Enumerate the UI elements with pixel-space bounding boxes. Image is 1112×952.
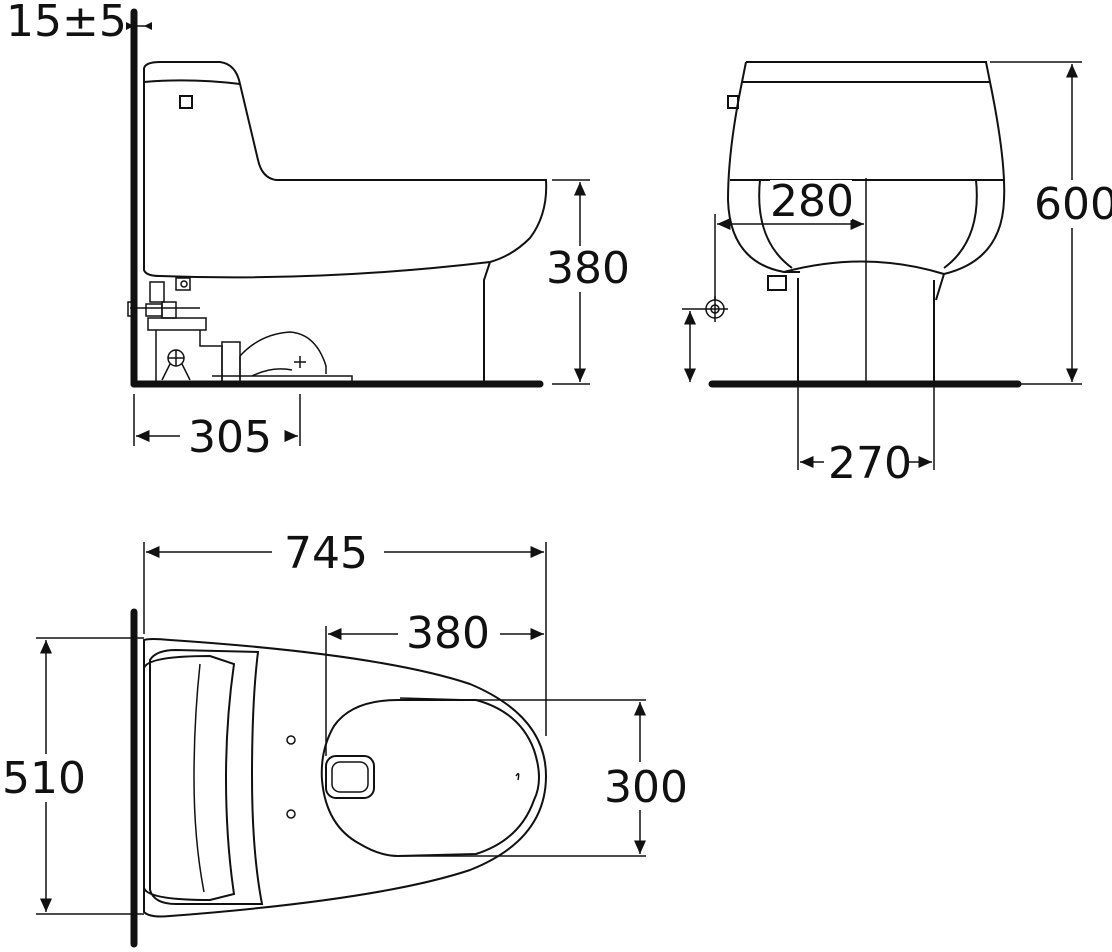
front-bowl-left [758, 179, 793, 269]
dim-base-width: 270 [797, 384, 935, 489]
label-bowl-width: 300 [604, 762, 688, 813]
front-valve [767, 275, 787, 291]
dim-wall-offset: 15±5 [6, 0, 152, 47]
front-pedestal [797, 278, 935, 384]
front-button [727, 95, 739, 109]
label-seat-height: 380 [546, 243, 630, 294]
dim-bowl-width: 300 [400, 699, 688, 857]
front-toilet-body [726, 61, 1006, 301]
side-flush-button [179, 95, 193, 109]
side-plumbing [127, 277, 353, 383]
dim-total-height: 600 [990, 61, 1112, 385]
top-toilet-outline [143, 638, 548, 918]
top-bolt-hole-lower [286, 809, 296, 819]
top-view: 745 380 300 510 [2, 528, 688, 948]
label-total-height: 600 [1034, 179, 1112, 230]
top-tank-outline [149, 648, 264, 905]
side-toilet-body [143, 61, 548, 382]
label-tank-width: 280 [770, 176, 854, 227]
dim-total-length: 745 [143, 528, 547, 736]
dim-rough-in: 305 [133, 394, 301, 463]
label-total-width: 510 [2, 753, 86, 804]
label-wall-offset: 15±5 [6, 0, 127, 47]
dim-total-width: 510 [2, 637, 144, 915]
top-drain-inner [331, 761, 369, 793]
top-bolt-hole-upper [286, 735, 296, 745]
dim-inlet-height [594, 308, 702, 382]
dim-bowl-length: 380 [325, 608, 544, 756]
top-drain-outer [325, 755, 375, 799]
front-bowl-right [943, 179, 978, 269]
label-base-width: 270 [828, 438, 912, 489]
top-tank-inner-line [193, 663, 205, 893]
front-view: 280 600 270 [594, 61, 1112, 489]
top-bowl-rim [320, 699, 540, 858]
top-tank-lid [143, 654, 236, 902]
dim-tank-width: 280 [714, 176, 867, 384]
label-bowl-length: 380 [406, 608, 490, 659]
top-bowl-tip [515, 773, 520, 781]
front-bowl-bottom [783, 260, 945, 275]
label-rough-in: 305 [188, 412, 272, 463]
front-inlet-symbol [702, 296, 728, 322]
side-tank-lid-line [143, 79, 241, 85]
label-total-length: 745 [284, 528, 368, 579]
dim-seat-height: 380 [546, 179, 630, 385]
side-view: 15±5 380 305 [6, 0, 630, 463]
